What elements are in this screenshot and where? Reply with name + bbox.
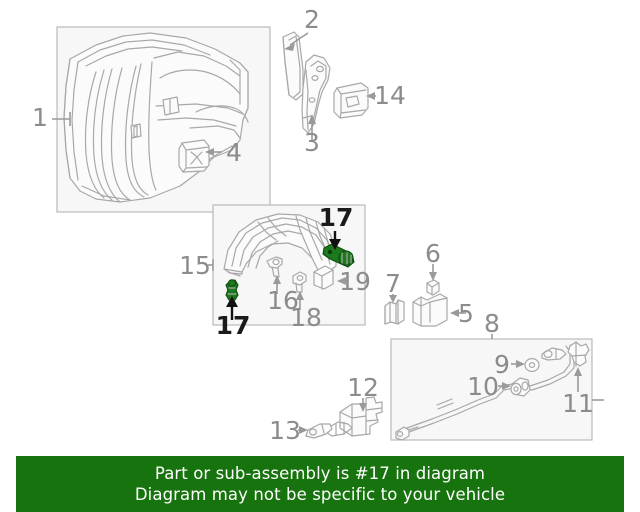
callout-label-19: 19 — [339, 267, 371, 296]
callout-label-11: 11 — [562, 389, 594, 418]
part-13-lock-rod-end — [305, 423, 333, 439]
leader-3 — [308, 114, 316, 141]
leader-14 — [366, 92, 376, 100]
part-19-liner-clip — [313, 265, 334, 290]
leader-13 — [298, 426, 308, 434]
callout-label-17-lower: 17 — [216, 311, 251, 340]
part-9-washer — [524, 358, 540, 373]
leader-12 — [359, 398, 367, 412]
part-17-clip-lower — [225, 279, 239, 301]
callout-label-3: 3 — [304, 128, 320, 157]
leader-6 — [429, 264, 437, 281]
banner-line-1: Part or sub-assembly is #17 in diagram — [154, 464, 486, 483]
leader-15 — [208, 259, 214, 271]
callout-label-10: 10 — [467, 372, 499, 401]
callout-label-8: 8 — [484, 309, 500, 338]
banner-line-2: Diagram may not be specific to your vehi… — [134, 485, 506, 504]
callout-label-7: 7 — [385, 269, 401, 298]
leader-17-lower — [226, 296, 238, 320]
part-4-fuel-filler-plug — [178, 139, 210, 173]
callout-label-9: 9 — [494, 350, 510, 379]
part-10-bushing — [510, 377, 531, 397]
leader-4 — [205, 148, 222, 156]
leader-11 — [574, 367, 604, 401]
callout-label-15: 15 — [179, 251, 211, 280]
callout-label-1: 1 — [32, 103, 48, 132]
leader-10 — [498, 382, 511, 390]
callout-label-13: 13 — [269, 416, 301, 445]
part-14-trim-cap — [333, 82, 369, 119]
leader-7 — [389, 294, 397, 303]
leader-9 — [511, 360, 525, 368]
callout-label-14: 14 — [374, 81, 406, 110]
leader-5 — [450, 309, 466, 317]
part-info-banner: Part or sub-assembly is #17 in diagram D… — [16, 456, 624, 512]
part-15-fender-liner — [223, 213, 337, 277]
callout-label-16: 16 — [267, 286, 299, 315]
part-6-small-clip — [426, 279, 440, 296]
leader-18 — [296, 291, 304, 310]
part-5-lock-cover — [412, 293, 448, 327]
callout-label-18: 18 — [290, 303, 322, 332]
part-18-liner-grommet — [292, 271, 307, 293]
part-3-hinge-bracket — [301, 54, 331, 134]
part-7-striker-bracket — [384, 299, 405, 325]
callout-label-17-upper: 17 — [319, 203, 354, 232]
leader-19 — [337, 277, 348, 285]
callout-label-4: 4 — [226, 138, 242, 167]
leader-17-upper — [329, 231, 341, 250]
callout-label-6: 6 — [425, 239, 441, 268]
leader-1 — [52, 112, 71, 126]
leader-16 — [273, 275, 281, 294]
leader-2 — [284, 32, 309, 51]
callout-label-5: 5 — [458, 299, 474, 328]
callout-label-2: 2 — [304, 5, 320, 34]
part-12-lock-actuator — [325, 396, 383, 437]
part-11-cable-clip — [567, 341, 590, 367]
callout-label-12: 12 — [347, 373, 379, 402]
